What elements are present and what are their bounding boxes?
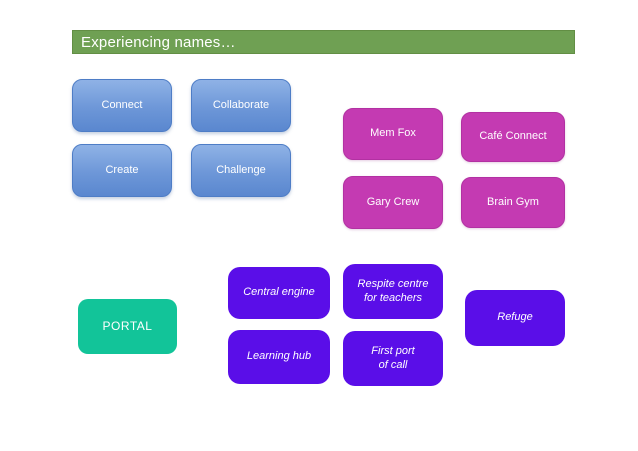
shape-collaborate: Collaborate <box>191 79 291 132</box>
shape-mem-fox-label: Mem Fox <box>370 127 416 140</box>
shape-cafe-connect-label: Café Connect <box>479 130 547 143</box>
shape-mem-fox: Mem Fox <box>343 108 443 160</box>
slide-title: Experiencing names… <box>81 33 236 51</box>
shape-connect: Connect <box>72 79 172 132</box>
shape-gary-crew: Gary Crew <box>343 176 443 229</box>
shape-cafe-connect: Café Connect <box>461 112 565 162</box>
shape-connect-label: Connect <box>101 98 143 111</box>
shape-first-port-of-call: First port of call <box>343 331 443 386</box>
title-bar: Experiencing names… <box>72 30 575 54</box>
shape-portal: PORTAL <box>78 299 177 354</box>
shape-learning-hub-label: Learning hub <box>246 350 312 363</box>
shape-gary-crew-label: Gary Crew <box>366 195 420 208</box>
shape-respite-centre-label: Respite centre for teachers <box>357 277 429 304</box>
shape-brain-gym: Brain Gym <box>461 177 565 228</box>
shape-respite-centre: Respite centre for teachers <box>343 264 443 319</box>
shape-learning-hub: Learning hub <box>228 330 330 384</box>
shape-brain-gym-label: Brain Gym <box>487 195 539 208</box>
shape-challenge: Challenge <box>191 144 291 197</box>
shape-collaborate-label: Collaborate <box>212 98 270 111</box>
shape-portal-label: PORTAL <box>102 319 153 333</box>
shape-challenge-label: Challenge <box>216 163 266 176</box>
shape-central-engine-label: Central engine <box>243 286 315 299</box>
shape-refuge: Refuge <box>465 290 565 346</box>
shape-central-engine: Central engine <box>228 267 330 319</box>
shape-first-port-of-call-label: First port of call <box>371 344 415 371</box>
shape-create: Create <box>72 144 172 197</box>
shape-create-label: Create <box>105 163 139 176</box>
shape-refuge-label: Refuge <box>497 311 533 324</box>
